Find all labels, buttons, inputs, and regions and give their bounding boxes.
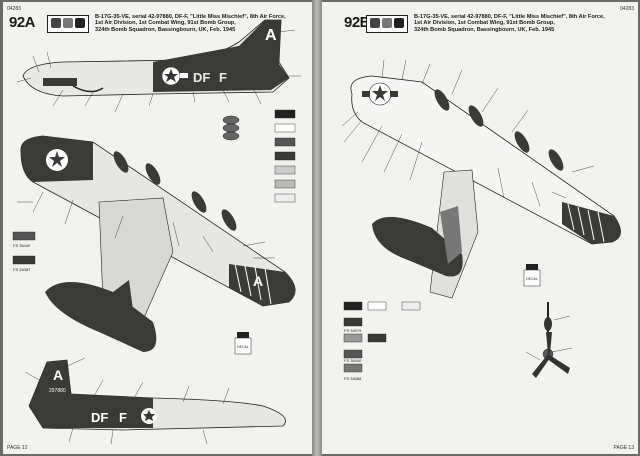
right-page: 04283 92B B-17G-35-VE, serial 42-97880, … bbox=[322, 2, 638, 454]
left-drawings: DF F A bbox=[12, 19, 301, 445]
decal-icon bbox=[75, 18, 85, 28]
tail-serial: 297880 bbox=[49, 388, 66, 394]
left-page: 04283 92A B-17G-35-VE, serial 42-97880, … bbox=[3, 2, 314, 454]
airbrush-icon bbox=[382, 18, 392, 28]
fuselage-letter: F bbox=[219, 70, 227, 85]
paint-icon-box-right bbox=[366, 15, 408, 33]
tail-letter: A bbox=[265, 27, 277, 44]
step-number: 92A bbox=[9, 14, 36, 31]
paint-swatches-right: FS 34079 FS 36440 FS 34088 bbox=[343, 301, 421, 381]
page-number-left: PAGE 12 bbox=[7, 445, 28, 451]
spine-gutter bbox=[312, 0, 322, 456]
aircraft-description-right: B-17G-35-VE, serial 42-97880, DF-F, "Lit… bbox=[414, 14, 605, 33]
paint-label-1: FS 36440 bbox=[13, 243, 31, 248]
decal-bottle-left: DECAL bbox=[234, 332, 252, 355]
paint-swatches-left: FS 36440 FS 34087 bbox=[12, 231, 36, 272]
airbrush-icon bbox=[63, 18, 73, 28]
brush-icon bbox=[370, 18, 380, 28]
step-number-right: 92B bbox=[344, 14, 371, 31]
decal-bottle-right: DECAL bbox=[523, 264, 541, 287]
page-number-right: PAGE 13 bbox=[613, 445, 634, 451]
paint-label-r1: FS 34079 bbox=[344, 328, 362, 333]
decal-icon bbox=[394, 18, 404, 28]
paint-label-r2: FS 36440 bbox=[344, 358, 362, 363]
underside-view bbox=[341, 59, 621, 299]
paint-swatches-top bbox=[274, 109, 296, 203]
fuselage-code-bottom: DF bbox=[91, 410, 108, 425]
catalog-code-right: 04283 bbox=[620, 6, 634, 12]
propeller-detail bbox=[525, 302, 573, 378]
decal-label-left: DECAL bbox=[237, 345, 249, 349]
side-profile-bottom: A 297880 DF F bbox=[24, 357, 286, 445]
aircraft-description: B-17G-35-VE, serial 42-97880, DF-F, "Lit… bbox=[95, 14, 286, 33]
decal-label-right: DECAL bbox=[526, 277, 538, 281]
fuselage-letter-bottom: F bbox=[119, 410, 127, 425]
engine-detail bbox=[222, 115, 240, 141]
right-drawings: FS 34079 FS 36440 FS 34088 DECAL bbox=[341, 59, 621, 381]
wing-letter: A bbox=[253, 273, 263, 289]
fuselage-code: DF bbox=[193, 70, 210, 85]
paint-label-2: FS 34087 bbox=[13, 267, 31, 272]
catalog-code: 04283 bbox=[7, 6, 21, 12]
brush-icon bbox=[51, 18, 61, 28]
tail-letter-bottom: A bbox=[53, 367, 63, 383]
paint-icon-box bbox=[47, 15, 89, 33]
side-profile-top: DF F A bbox=[16, 19, 301, 113]
paint-label-r3: FS 34088 bbox=[344, 376, 362, 381]
top-view-aircraft: A bbox=[17, 135, 296, 352]
